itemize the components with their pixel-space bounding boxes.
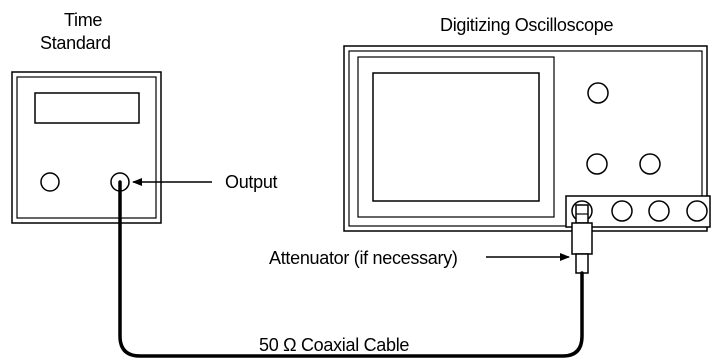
oscilloscope-inner-panel [348,50,703,227]
time-standard-display [34,92,140,124]
oscilloscope-knob-right-icon [639,153,661,175]
oscilloscope-knob-top-icon [587,82,609,104]
oscilloscope-input-channel-3-icon [648,200,670,222]
oscilloscope-input-channel-2-icon [611,200,633,222]
time-standard-inner-panel [16,76,157,219]
oscilloscope-knob-left-icon [586,153,608,175]
oscilloscope-title: Digitizing Oscilloscope [440,15,614,35]
oscilloscope-screen [372,72,540,202]
attenuator-icon [571,204,593,274]
time-standard-title-line1: Time [64,10,103,30]
oscilloscope-instrument [343,45,711,232]
cable-label: 50 Ω Coaxial Cable [259,335,410,355]
output-label: Output [225,172,278,192]
oscilloscope-bezel [357,56,555,218]
time-standard-knob-icon [40,172,60,192]
time-standard-case [11,71,162,224]
oscilloscope-input-channel-4-icon [686,200,708,222]
coaxial-cable [118,180,584,358]
oscilloscope-input-panel [565,195,711,228]
time-standard-instrument [11,71,162,224]
attenuator-label: Attenuator (if necessary) [269,248,458,268]
time-standard-title-line2: Standard [40,33,111,53]
